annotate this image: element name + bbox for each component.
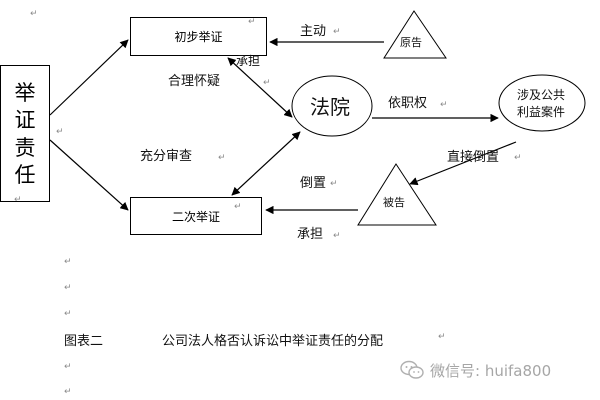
initial-proof-box: 初步举证 — [130, 17, 267, 56]
initial-proof-label: 初步举证 — [174, 30, 223, 44]
label-bear-top: 承担 — [236, 54, 261, 68]
paragraph-mark: ↵ — [263, 78, 271, 88]
paragraph-mark: ↵ — [333, 27, 341, 37]
label-direct-invert: 直接倒置 — [447, 150, 500, 165]
court-label: 法院 — [310, 95, 350, 119]
arrow-court-initial — [227, 57, 293, 118]
second-proof-label: 二次举证 — [171, 209, 220, 224]
paragraph-mark: ↵ — [440, 100, 448, 110]
arrow-to-second-proof — [49, 139, 129, 211]
paragraph-mark: ↵ — [333, 231, 341, 241]
side-char-4: 任 — [14, 162, 36, 187]
paragraph-mark: ↵ — [64, 362, 72, 372]
label-active: 主动 — [300, 24, 327, 39]
paragraph-mark: ↵ — [64, 257, 72, 267]
paragraph-mark: ↵ — [56, 127, 64, 137]
label-bear-bottom: 承担 — [297, 227, 324, 242]
side-char-2: 证 — [14, 108, 36, 133]
paragraph-mark: ↵ — [64, 387, 72, 397]
label-ex-officio: 依职权 — [388, 96, 428, 111]
watermark-text: 微信号: huifa800 — [430, 361, 552, 380]
side-char-3: 责 — [14, 135, 36, 160]
burden-of-proof-box: 举 证 责 任 — [0, 65, 50, 202]
paragraph-mark: ↵ — [234, 202, 242, 212]
label-invert: 倒置 — [300, 176, 327, 191]
paragraph-mark: ↵ — [248, 17, 256, 27]
wechat-icon — [400, 360, 424, 379]
paragraph-mark: ↵ — [64, 309, 72, 319]
arrow-court-second — [231, 131, 301, 196]
public-case-line-2: 利益案件 — [517, 105, 566, 119]
paragraph-mark: ↵ — [330, 179, 338, 189]
paragraph-mark: ↵ — [514, 153, 522, 163]
paragraph-mark: ↵ — [438, 332, 446, 342]
court-ellipse — [291, 75, 373, 137]
figure-title: 公司法人格否认诉讼中举证责任的分配 — [162, 334, 384, 349]
public-case-ellipse — [498, 74, 586, 132]
public-case-line-1: 涉及公共 — [517, 88, 566, 102]
wechat-watermark: 微信号: huifa800 — [400, 358, 588, 382]
arrow-to-initial-proof — [49, 39, 129, 116]
paragraph-mark: ↵ — [64, 283, 72, 293]
label-full-review: 充分审查 — [140, 149, 193, 164]
paragraph-mark: ↵ — [30, 9, 38, 19]
figure-number: 图表二 — [64, 334, 104, 349]
plaintiff-triangle — [383, 10, 447, 59]
plaintiff-label: 原告 — [400, 36, 422, 49]
label-reasonable-doubt: 合理怀疑 — [168, 74, 221, 89]
paragraph-mark: ↵ — [218, 153, 226, 163]
defendant-label: 被告 — [383, 196, 405, 209]
defendant-triangle — [357, 163, 437, 226]
side-char-1: 举 — [14, 80, 36, 105]
arrow-public-case-to-defendant — [409, 141, 517, 186]
second-proof-box: 二次举证 — [130, 197, 262, 235]
paragraph-mark: ↵ — [14, 195, 22, 205]
